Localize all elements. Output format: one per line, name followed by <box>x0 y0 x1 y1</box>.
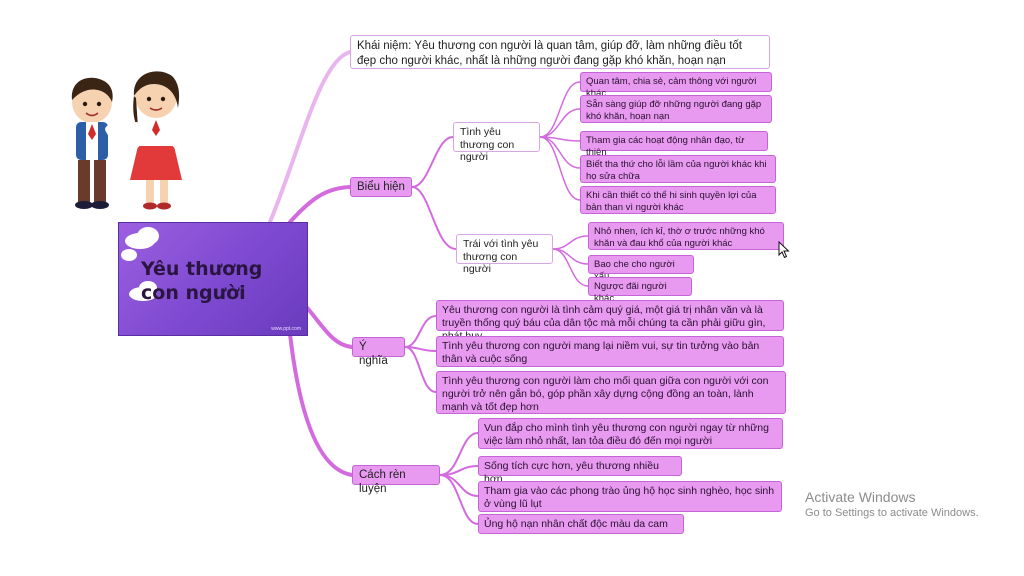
cach-ren-item: Vun đắp cho mình tình yêu thương con ngư… <box>478 418 783 449</box>
cach-ren-item: Ủng hộ nạn nhân chất độc màu da cam <box>478 514 684 534</box>
tinh-yeu-item: Sẵn sàng giúp đỡ những người đang gặp kh… <box>580 95 772 123</box>
link-cach-ren <box>288 332 354 477</box>
tinh-yeu-item: Khi cần thiết có thể hi sinh quyền lợi c… <box>580 186 776 214</box>
tinh-yeu-item: Quan tâm, chia sẻ, cảm thông với người k… <box>580 72 772 99</box>
trai-voi-item: Bao che cho người xấu <box>588 255 694 282</box>
subbranch-tinh-yeu-thuong: Tình yêu thương con người <box>453 122 540 163</box>
mouse-cursor-icon <box>778 241 790 259</box>
link-tinh-yeu <box>411 136 454 188</box>
link-trai-voi <box>411 186 457 250</box>
central-topic-tag: www.ppt.com <box>271 326 301 332</box>
tinh-yeu-item: Tham gia các hoạt động nhân đạo, từ thiệ… <box>580 131 768 158</box>
cloud-decoration <box>121 249 137 261</box>
link-bieu-hien <box>288 185 352 224</box>
cach-ren-item: Tham gia vào các phong trào ủng hộ học s… <box>478 481 782 512</box>
central-topic-title: Yêu thương con người <box>141 258 263 304</box>
branch-bieu-hien: Biểu hiện <box>350 177 412 197</box>
children-illustration <box>66 71 182 210</box>
cloud-decoration <box>137 227 159 245</box>
boy-figure <box>66 77 122 209</box>
definition-node: Khái niệm: Yêu thương con người là quan … <box>350 35 770 69</box>
cloud-decoration <box>139 281 157 295</box>
y-nghia-item: Yêu thương con người là tình cảm quý giá… <box>436 300 784 342</box>
watermark-title: Activate Windows <box>805 489 916 505</box>
subbranch-trai-voi: Trái với tình yêu thương con người <box>456 234 553 275</box>
branch-y-nghia: Ý nghĩa <box>352 337 405 367</box>
trai-voi-item: Ngược đãi người khác <box>588 277 692 304</box>
central-topic: Yêu thương con người www.ppt.com <box>118 222 308 336</box>
girl-figure <box>130 71 182 210</box>
tinh-yeu-item: Biết tha thứ cho lỗi lầm của người khác … <box>580 155 776 183</box>
cach-ren-item: Sống tích cực hơn, yêu thương nhiều hơn <box>478 456 682 485</box>
windows-activation-watermark: Activate Windows Go to Settings to activ… <box>805 488 979 520</box>
watermark-subtitle: Go to Settings to activate Windows. <box>805 507 979 519</box>
y-nghia-item: Tình yêu thương con người mang lại niềm … <box>436 336 784 367</box>
trai-voi-item: Nhỏ nhen, ích kỉ, thờ ơ trước những khó … <box>588 222 784 250</box>
y-nghia-item: Tình yêu thương con người làm cho mối qu… <box>436 371 786 414</box>
link-definition <box>268 50 352 224</box>
branch-cach-ren-luyen: Cách rèn luyện <box>352 465 440 495</box>
